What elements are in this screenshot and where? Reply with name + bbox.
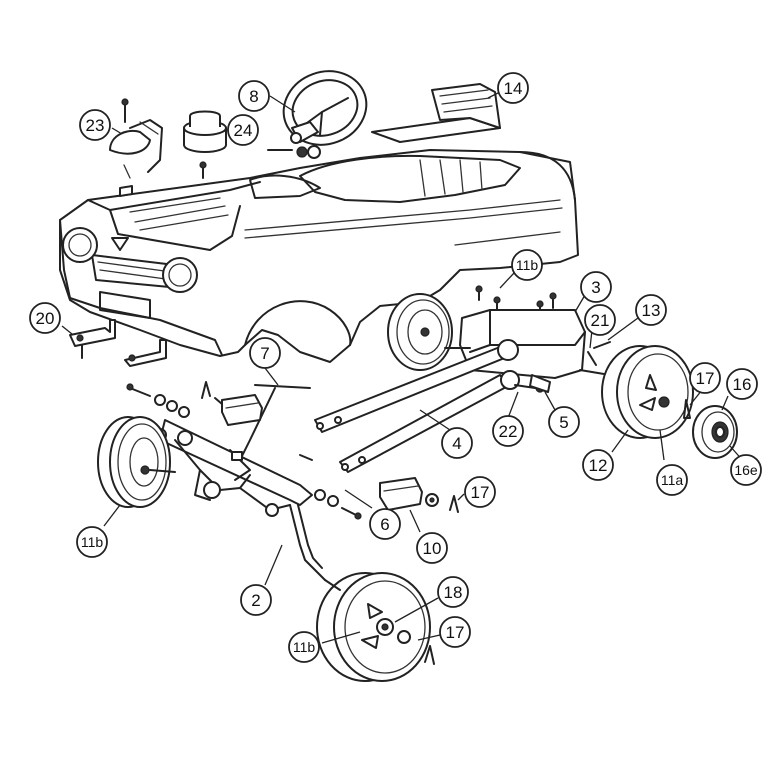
rear-wheel-inner <box>387 293 453 371</box>
callout-23: 23 <box>79 109 111 141</box>
callout-24-label: 24 <box>234 121 253 140</box>
callout-8: 8 <box>238 80 270 112</box>
callout-18: 18 <box>437 576 469 608</box>
callout-17-bottom-label: 17 <box>446 623 465 642</box>
callout-24: 24 <box>227 114 259 146</box>
callout-3-label: 3 <box>591 278 600 297</box>
callout-23-label: 23 <box>86 116 105 135</box>
seat <box>371 83 501 143</box>
clips <box>201 381 691 665</box>
callout-11b-top-label: 11b <box>516 257 539 273</box>
callout-22-label: 22 <box>499 422 518 441</box>
callout-21-label: 21 <box>591 311 610 330</box>
front-wheel-left <box>97 416 176 508</box>
pedals <box>214 394 439 511</box>
callout-16: 16 <box>726 368 758 400</box>
callout-16e-label: 16e <box>734 462 758 478</box>
callout-17-mid: 17 <box>464 476 496 508</box>
callout-22: 22 <box>492 415 524 447</box>
brackets <box>69 319 167 367</box>
callouts: 8 14 23 24 11b 3 13 21 20 7 17 16 16e 22… <box>29 72 762 663</box>
callout-5-label: 5 <box>559 413 568 432</box>
callout-11b-left-label: 11b <box>81 534 104 550</box>
steering-wheel <box>267 70 368 159</box>
callout-4: 4 <box>441 427 473 459</box>
callout-6: 6 <box>369 508 401 540</box>
callout-11b-bottom-label: 11b <box>293 639 316 655</box>
callout-11a: 11a <box>656 464 688 496</box>
callout-12: 12 <box>582 449 614 481</box>
spring-pin <box>587 341 611 366</box>
callout-6-label: 6 <box>380 515 389 534</box>
callout-11b-top: 11b <box>511 249 543 281</box>
callout-4-label: 4 <box>452 434 461 453</box>
callout-11a-label: 11a <box>661 472 684 488</box>
front-wheel-bottom <box>316 572 431 682</box>
callout-18-label: 18 <box>444 583 463 602</box>
callout-17-bottom: 17 <box>439 616 471 648</box>
horn <box>109 98 163 197</box>
callout-20: 20 <box>29 302 61 334</box>
light <box>183 110 227 179</box>
callout-13-label: 13 <box>642 301 661 320</box>
callout-2-label: 2 <box>251 591 260 610</box>
callout-20-label: 20 <box>36 309 55 328</box>
push-rods <box>314 339 520 473</box>
callout-8-label: 8 <box>249 87 258 106</box>
callout-10: 10 <box>416 532 448 564</box>
car-body <box>59 149 579 363</box>
callout-17-right: 17 <box>689 362 721 394</box>
bolts-22-5 <box>514 374 551 393</box>
callout-13: 13 <box>635 294 667 326</box>
callout-16e: 16e <box>730 454 762 486</box>
callout-17-right-label: 17 <box>696 369 715 388</box>
callout-21: 21 <box>584 304 616 336</box>
callout-11b-left: 11b <box>76 526 108 558</box>
callout-7-label: 7 <box>260 344 269 363</box>
hub-cap <box>692 405 738 459</box>
callout-17-mid-label: 17 <box>471 483 490 502</box>
callout-5: 5 <box>548 406 580 438</box>
callout-2: 2 <box>240 584 272 616</box>
callout-3: 3 <box>580 271 612 303</box>
front-axle <box>126 383 362 581</box>
callout-10-label: 10 <box>423 539 442 558</box>
rear-wheel-right <box>601 345 694 439</box>
callout-11b-bottom: 11b <box>288 631 320 663</box>
callout-7: 7 <box>249 337 281 369</box>
callout-14-label: 14 <box>504 79 523 98</box>
callout-14: 14 <box>497 72 529 104</box>
callout-16-label: 16 <box>733 375 752 394</box>
callout-12-label: 12 <box>589 456 608 475</box>
